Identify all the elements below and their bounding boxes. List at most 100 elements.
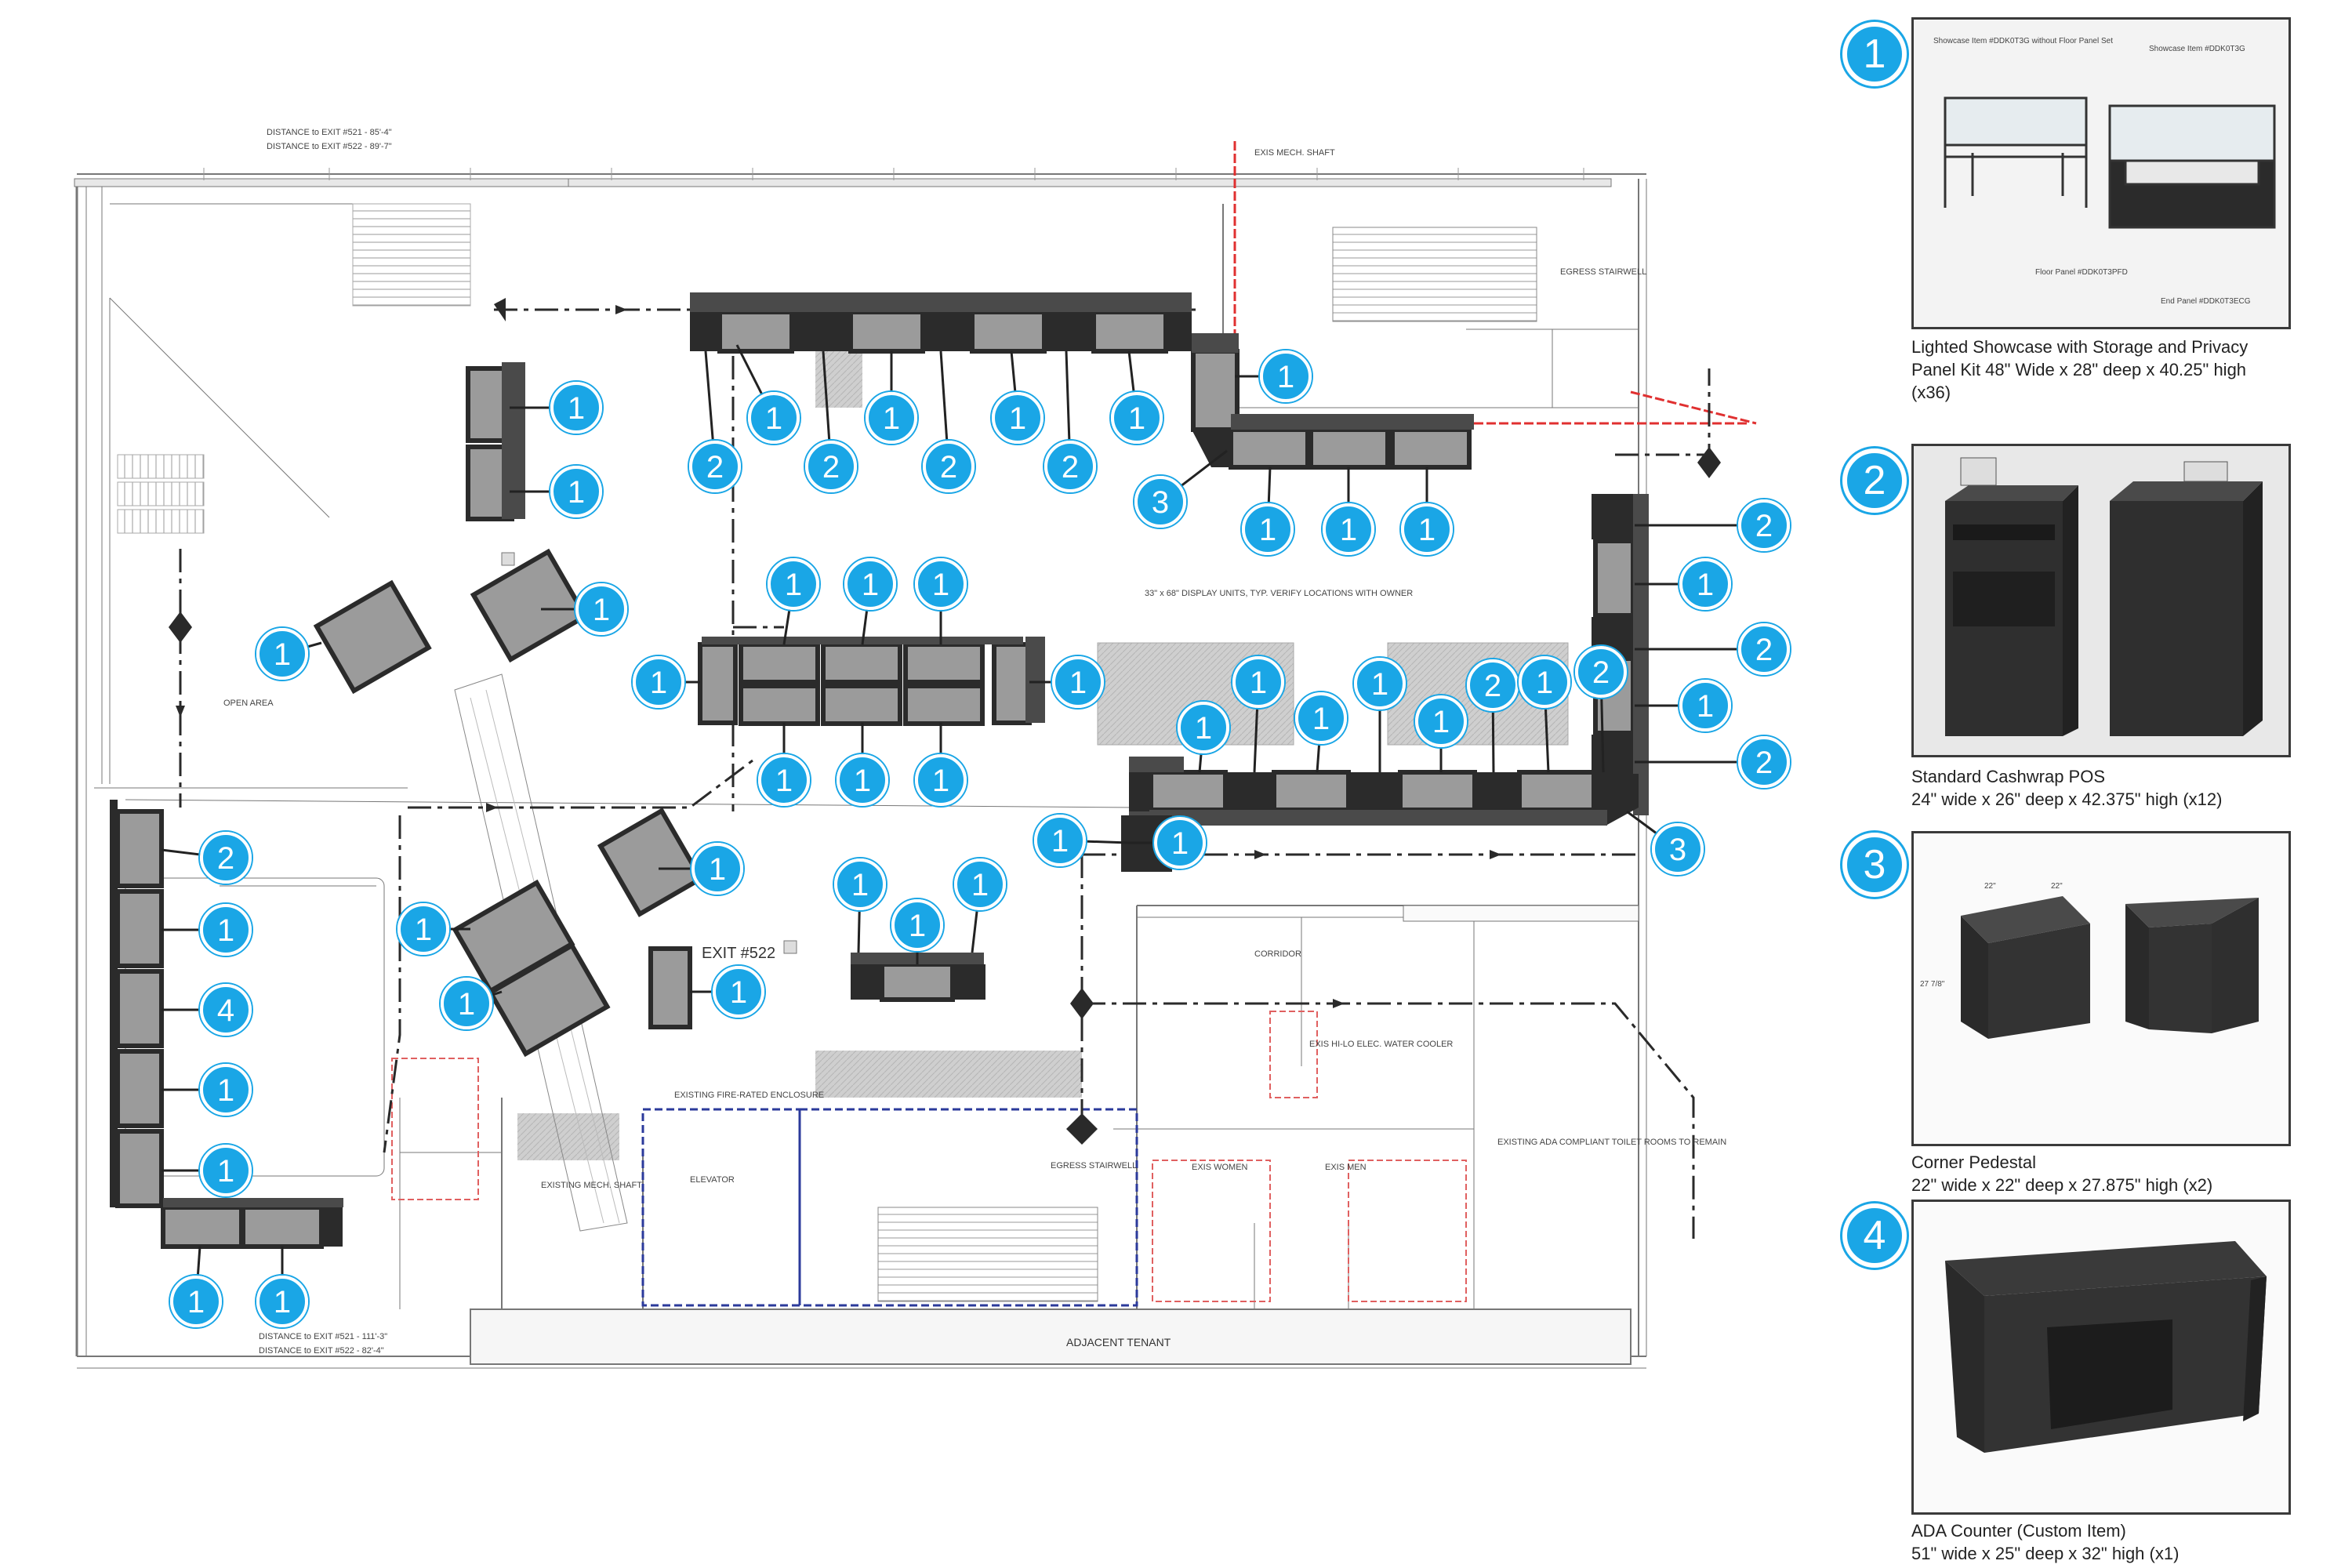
callout-number: 1 — [1418, 513, 1436, 547]
callout-number: 1 — [1128, 401, 1145, 436]
callout-badge: 1 — [439, 976, 494, 1031]
svg-text:EXIT #522: EXIT #522 — [702, 945, 775, 962]
callout-badge: 1 — [255, 1274, 310, 1329]
svg-text:DISTANCE to EXIT #522 - 82'-: DISTANCE to EXIT #522 - 82'-4" — [259, 1346, 384, 1356]
callout-number: 2 — [1592, 655, 1610, 690]
plan-areas — [117, 203, 1569, 1302]
callout-number: 1 — [1697, 689, 1714, 724]
callout-number: 1 — [1051, 824, 1069, 858]
callout-number: 1 — [775, 764, 793, 798]
callout-badge: 1 — [1352, 656, 1407, 711]
callout-number: 1 — [909, 909, 926, 943]
callout-number: 3 — [1669, 833, 1686, 867]
callout-badge: 1 — [1033, 813, 1087, 868]
svg-text:DISTANCE to EXIT #521 - 111': DISTANCE to EXIT #521 - 111'-3" — [259, 1332, 387, 1341]
callout-number: 1 — [709, 852, 726, 887]
callout-number: 1 — [1340, 513, 1357, 547]
callout-badge: 1 — [1258, 349, 1313, 404]
callout-badge: 1 — [1240, 502, 1295, 557]
legend-caption-1: Lighted Showcase with Storage and Privac… — [1911, 337, 2249, 402]
callout-number: 1 — [593, 593, 610, 627]
callout-number: 1 — [217, 913, 234, 948]
legend-badge-4: 4 — [1842, 1203, 1907, 1268]
callout-number: 2 — [940, 450, 957, 485]
callout-badge: 1 — [255, 626, 310, 681]
callout-badge: 1 — [890, 898, 945, 953]
callout-number: 1 — [1069, 666, 1087, 700]
casework — [110, 292, 1649, 1247]
legend-badge-1: 1 — [1842, 22, 1907, 86]
callout-badge: 1 — [549, 380, 604, 435]
callout-number: 1 — [883, 401, 900, 436]
svg-text:Showcase Item #DDK0T3G without: Showcase Item #DDK0T3G without Floor Pan… — [1933, 37, 2113, 45]
callout-badge: 1 — [396, 902, 451, 956]
legend-image-ada-counter — [1911, 1200, 2291, 1515]
svg-text:End Panel #DDK0T3ECG: End Panel #DDK0T3ECG — [2161, 297, 2251, 306]
callout-badge: 1 — [574, 582, 629, 637]
callout-badge: 1 — [1321, 502, 1376, 557]
callout-badge: 1 — [757, 753, 811, 808]
callout-number: 1 — [1697, 568, 1714, 602]
callout-number: 1 — [851, 868, 869, 902]
callout-number: 2 — [217, 841, 234, 876]
legend-caption-4: ADA Counter (Custom Item) 51" wide x 25"… — [1911, 1521, 2180, 1563]
callout-badge: 1 — [1678, 557, 1733, 612]
callout-badge: 1 — [843, 557, 898, 612]
callout-badge: 1 — [198, 1062, 253, 1117]
callout-number: 1 — [1171, 826, 1189, 861]
svg-text:27 7/8": 27 7/8" — [1920, 980, 1945, 989]
callout-badge: 1 — [913, 753, 968, 808]
svg-text:ELEVATOR: ELEVATOR — [690, 1175, 735, 1185]
callout-number: 1 — [932, 568, 949, 602]
svg-text:CORRIDOR: CORRIDOR — [1254, 949, 1301, 959]
callout-badge: 1 — [990, 390, 1045, 445]
callout-badge: 1 — [746, 390, 801, 445]
svg-text:EXIS HI-LO ELEC. WATER COOLER: EXIS HI-LO ELEC. WATER COOLER — [1309, 1040, 1453, 1049]
callout-badge: 1 — [690, 841, 745, 896]
svg-text:ADJACENT TENANT: ADJACENT TENANT — [1066, 1336, 1171, 1348]
callout-badge: 1 — [198, 1143, 253, 1198]
callout-badge: 1 — [1294, 691, 1348, 746]
callout-number: 4 — [217, 993, 234, 1028]
svg-text:DISTANCE to EXIT #522 - 89'-: DISTANCE to EXIT #522 - 89'-7" — [267, 142, 392, 151]
svg-text:EXISTING FIRE-RATED ENCLOSURE: EXISTING FIRE-RATED ENCLOSURE — [674, 1091, 824, 1100]
callout-number: 1 — [568, 475, 585, 510]
svg-text:EGRESS STAIRWELL: EGRESS STAIRWELL — [1560, 267, 1646, 277]
callout-number: 1 — [274, 637, 291, 672]
svg-text:EXIS MEN: EXIS MEN — [1325, 1163, 1367, 1172]
callout-badge: 1 — [1051, 655, 1105, 710]
svg-text:EXISTING MECH. SHAFT: EXISTING MECH. SHAFT — [541, 1181, 642, 1190]
grid-ticks — [203, 168, 1584, 180]
callout-badge: 3 — [1133, 474, 1188, 529]
legend-caption-3: Corner Pedestal 22" wide x 22" deep x 27… — [1911, 1152, 2213, 1195]
cashwrap-illustration — [1945, 457, 2263, 736]
callout-number: 1 — [1195, 711, 1212, 746]
callout-number: 1 — [854, 764, 871, 798]
callout-number: 1 — [785, 568, 802, 602]
callout-number: 2 — [706, 450, 724, 485]
showcases — [115, 310, 1635, 1249]
callout-number: 3 — [1152, 485, 1169, 520]
callout-badge: 2 — [1737, 622, 1791, 677]
callout-number: 1 — [971, 868, 989, 902]
callout-badge: 2 — [1737, 735, 1791, 789]
callout-badge: 2 — [1573, 644, 1628, 699]
callout-badge: 3 — [1650, 822, 1705, 877]
callout-number: 2 — [1484, 669, 1501, 703]
callout-number: 2 — [1062, 450, 1079, 485]
svg-text:OPEN AREA: OPEN AREA — [223, 699, 274, 708]
callout-number: 1 — [415, 913, 432, 947]
callout-number: 1 — [730, 975, 747, 1010]
callout-number: 1 — [650, 666, 667, 700]
callout-number: 1 — [274, 1285, 291, 1319]
svg-text:EXIS MECH. SHAFT: EXIS MECH. SHAFT — [1254, 148, 1335, 158]
callout-number: 1 — [1371, 667, 1388, 702]
legend-badge-3: 3 — [1842, 833, 1907, 897]
callout-number: 1 — [458, 987, 475, 1022]
callout-badge: 1 — [1517, 655, 1572, 710]
callout-badge: 2 — [921, 439, 976, 494]
callout-number: 1 — [1250, 666, 1267, 700]
callout-number: 1 — [1277, 360, 1294, 394]
callout-badge: 1 — [1678, 678, 1733, 733]
